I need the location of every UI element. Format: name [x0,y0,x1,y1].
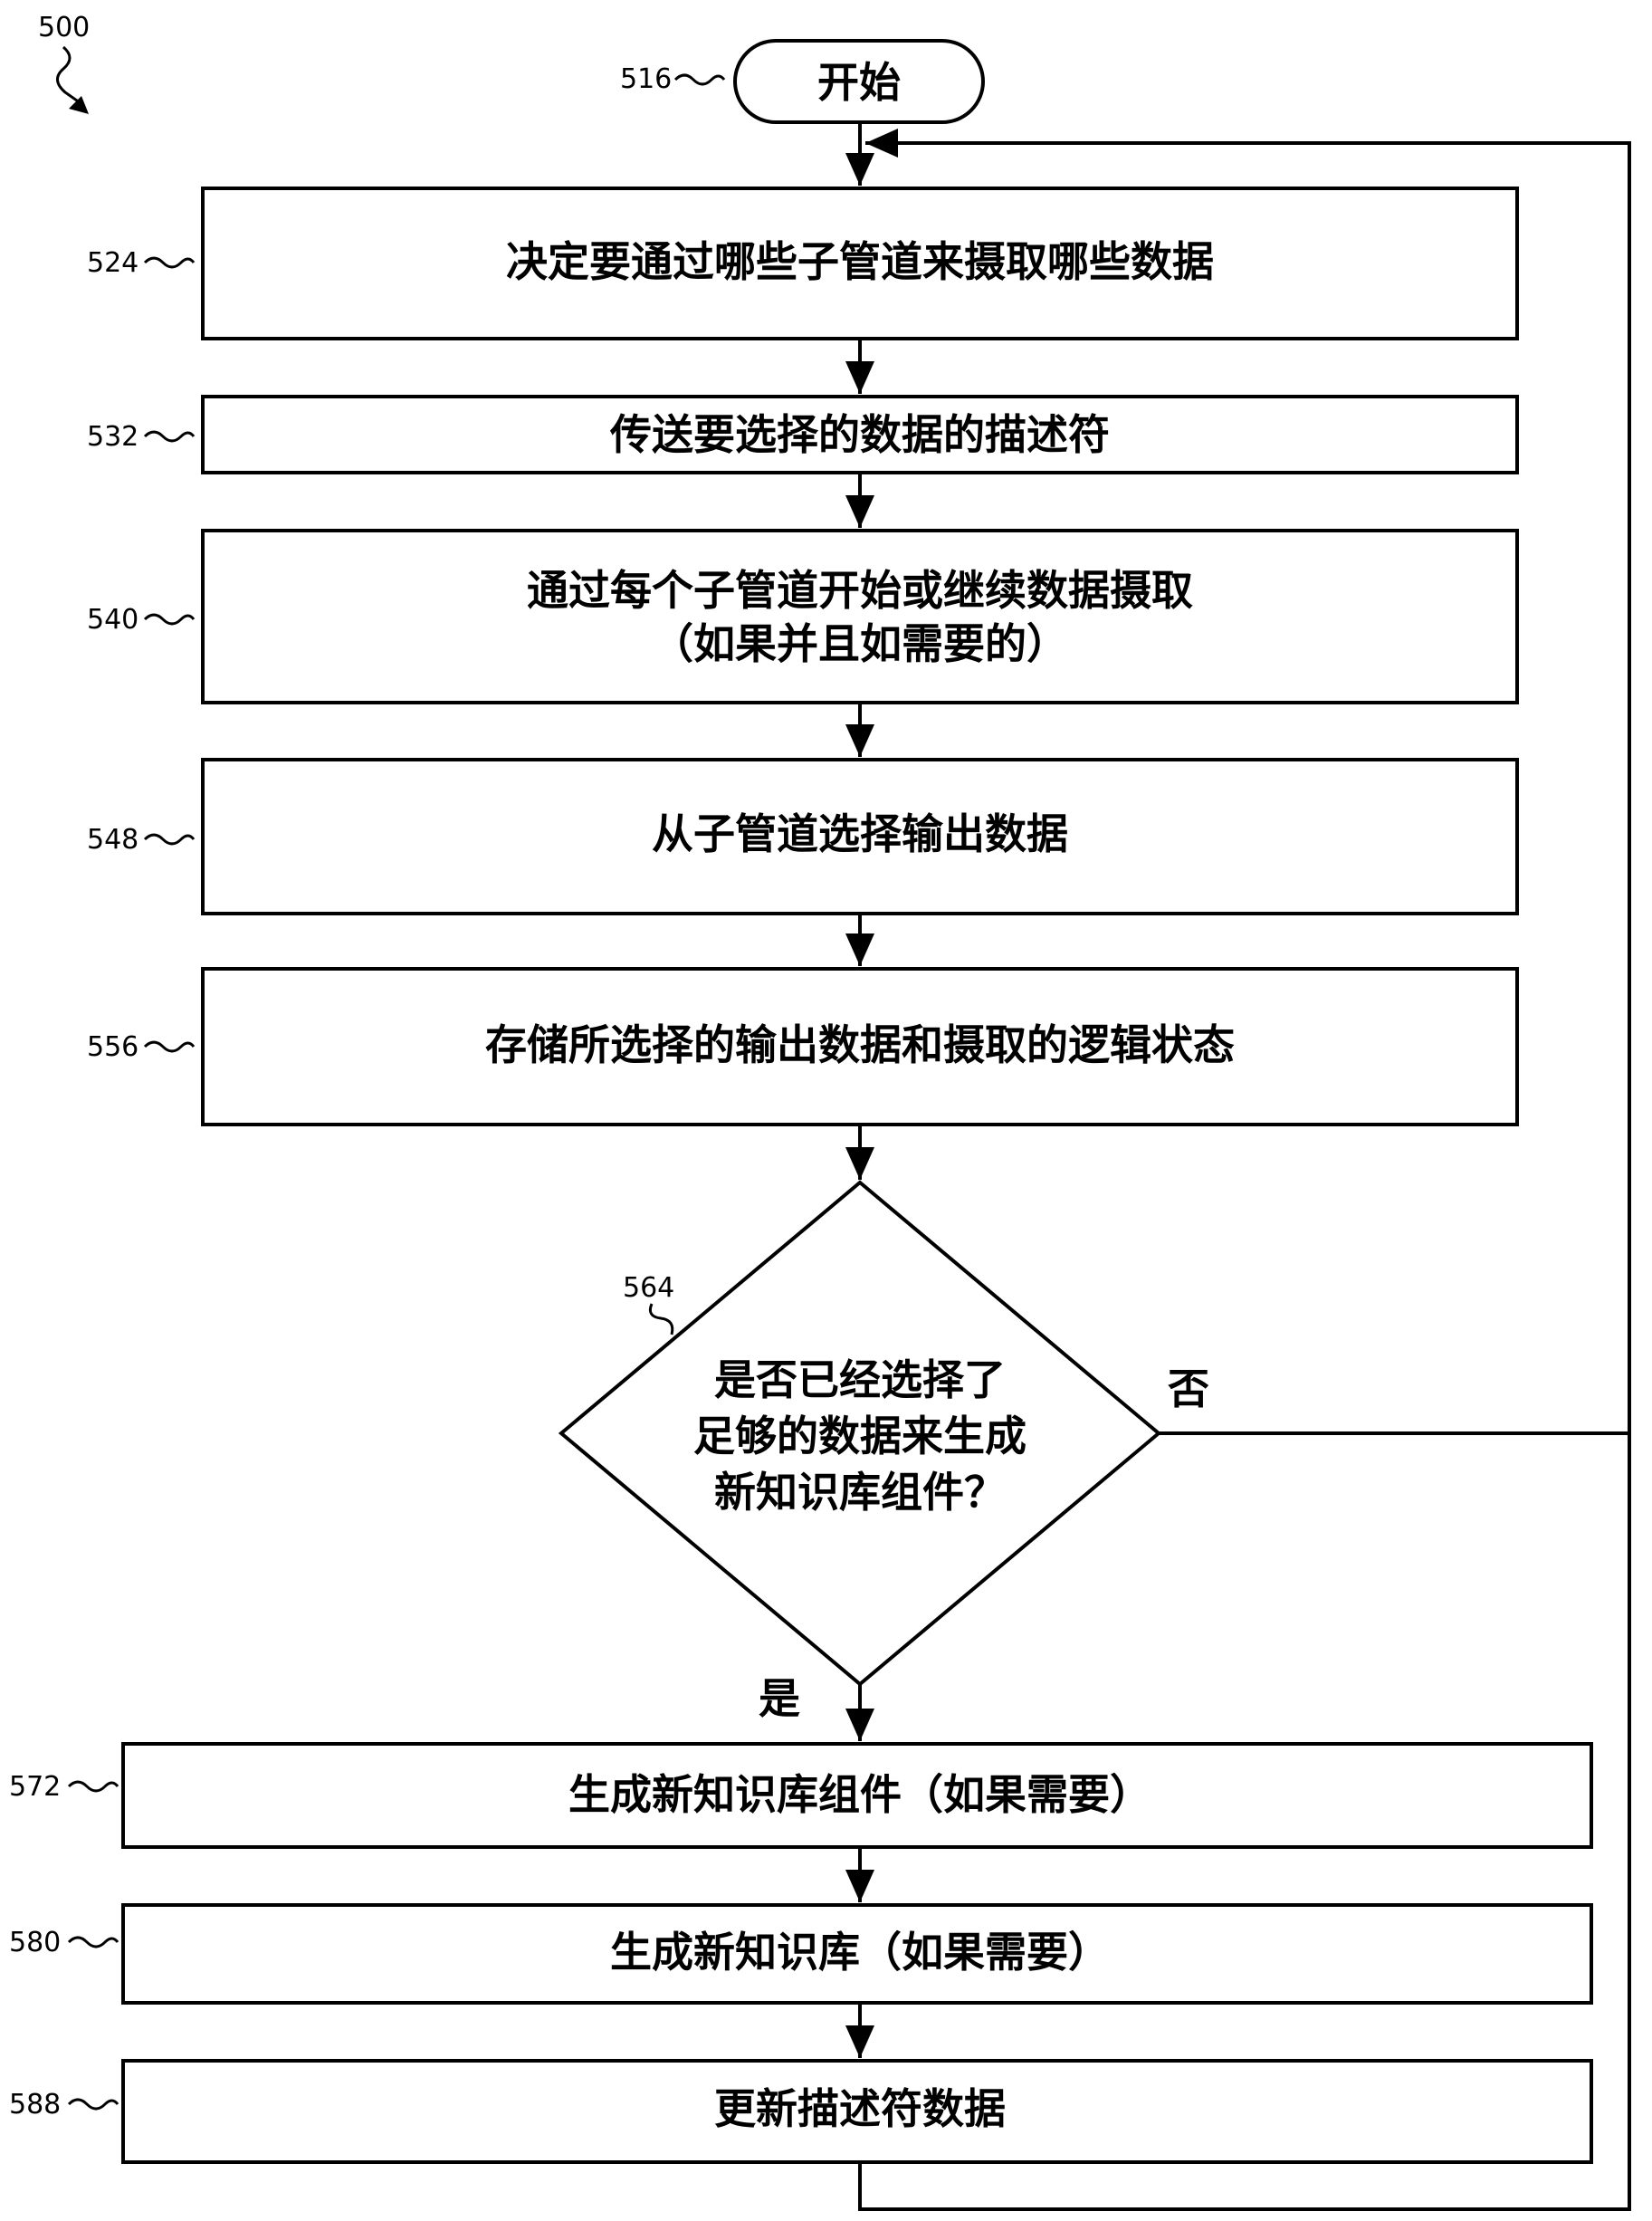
decision-text-line1: 是否已经选择了 [714,1355,1006,1404]
step-580-ref: 580 [9,1927,61,1958]
step-548-squiggle [143,833,196,846]
step-548-ref: 548 [87,824,138,856]
step-524-ref: 524 [87,247,138,279]
step-588-ref: 588 [9,2089,61,2120]
step-580-squiggle [67,1936,119,1948]
step-580-text: 生成新知识库（如果需要） [610,1928,1110,1977]
step-572-box [121,1742,1593,1849]
figure-label-pointer [56,45,84,107]
step-532-text: 传送要选择的数据的描述符 [609,410,1110,459]
decision-text-line3: 新知识库组件？ [714,1468,1006,1517]
step-556-text: 存储所选择的输出数据和摄取的逻辑状态 [485,1020,1235,1069]
step-532-box [201,395,1519,474]
step-524-box [201,187,1519,340]
start-label: 开始 [817,58,901,107]
step-572-squiggle [67,1780,119,1793]
figure-label-arrowhead [69,96,89,114]
step-548-box [201,758,1519,915]
start-ref: 516 [620,63,672,95]
step-556-ref: 556 [87,1031,138,1063]
step-588-text: 更新描述符数据 [714,2084,1006,2133]
step-540-text-line1: 通过每个子管道开始或继续数据摄取 [527,566,1193,615]
step-548-text: 从子管道选择输出数据 [652,809,1068,858]
decision-ref-squiggle [648,1303,674,1335]
step-572-ref: 572 [9,1771,61,1803]
step-588-squiggle [67,2098,119,2111]
loop-return-path [858,129,1631,2211]
decision-ref: 564 [623,1272,674,1304]
decision-no-label: 否 [1168,1364,1209,1413]
start-ref-squiggle [673,73,726,86]
step-532-squiggle [143,430,196,443]
step-540-text-line2: （如果并且如需要的） [652,619,1068,668]
step-524-squiggle [143,256,196,269]
step-580-box [121,1903,1593,2005]
step-556-squiggle [143,1040,196,1053]
decision-text-line2: 足够的数据来生成 [693,1412,1027,1460]
step-540-ref: 540 [87,604,138,636]
figure-label: 500 [38,12,90,43]
step-588-box [121,2059,1593,2164]
step-540-squiggle [143,613,196,626]
step-540-box [201,529,1519,704]
decision-yes-label: 是 [759,1674,800,1723]
step-572-text: 生成新知识库组件（如果需要） [568,1770,1151,1819]
step-524-text: 决定要通过哪些子管道来摄取哪些数据 [506,237,1214,286]
step-532-ref: 532 [87,421,138,453]
